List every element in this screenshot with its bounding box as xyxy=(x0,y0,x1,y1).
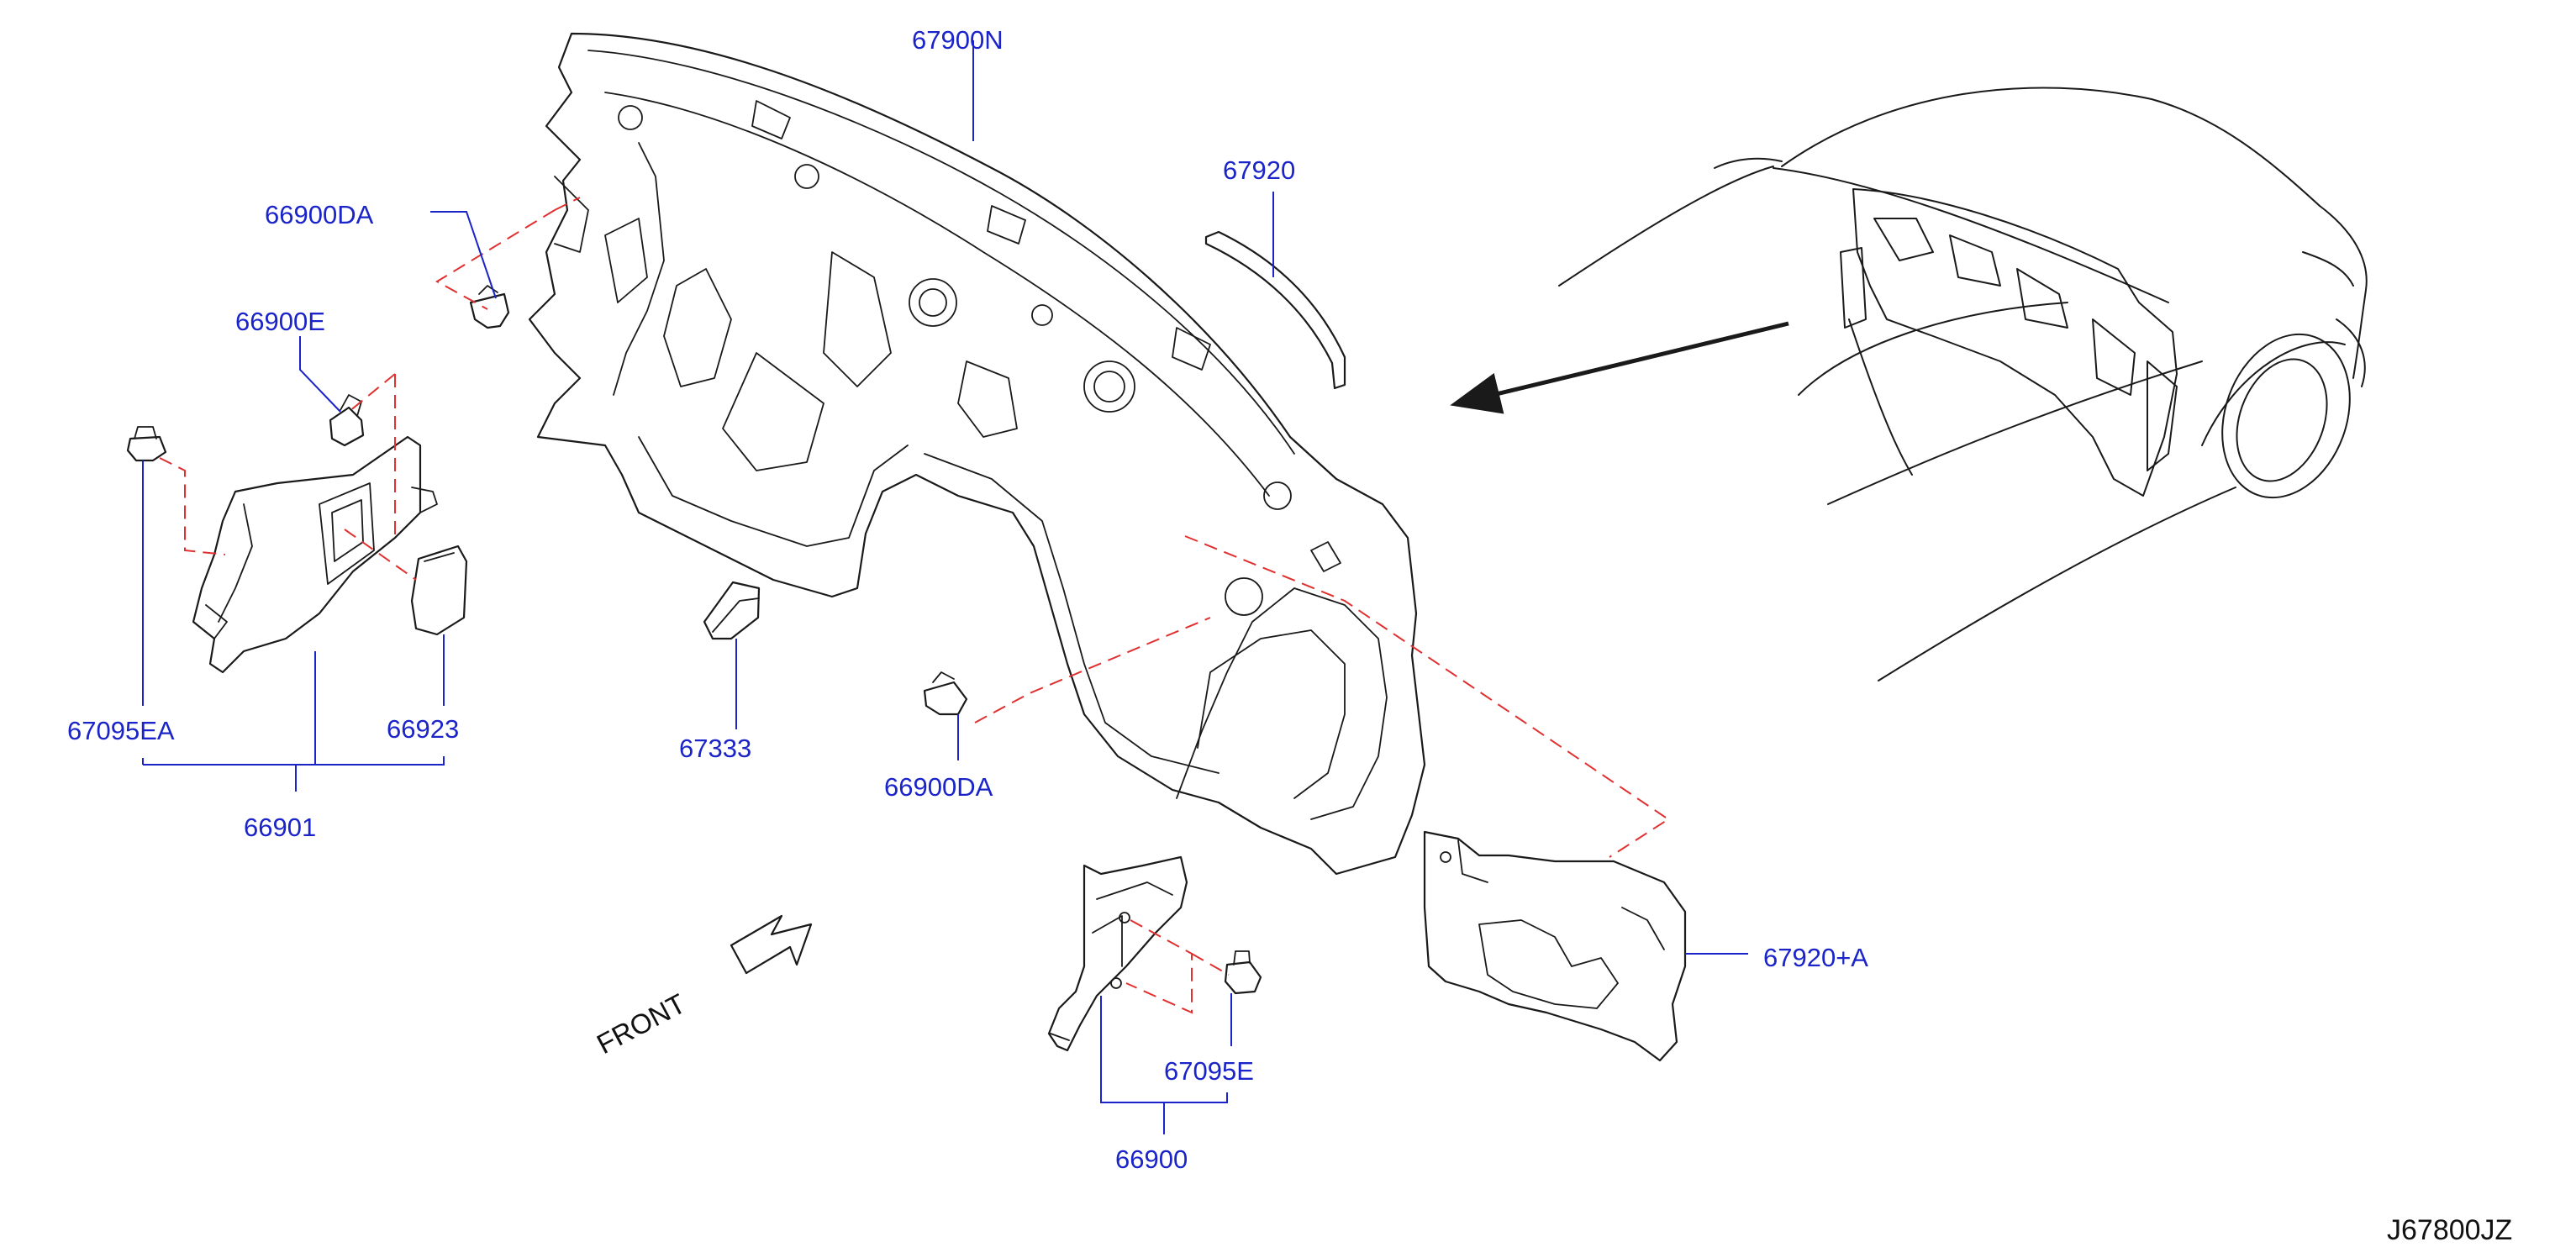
callout-66901: 66901 xyxy=(244,813,316,842)
side-trim-66901 xyxy=(192,435,438,674)
callout-66900: 66900 xyxy=(1115,1144,1188,1174)
cap-66923 xyxy=(410,545,468,636)
leader-lines xyxy=(142,40,1748,1134)
front-label: FRONT xyxy=(592,987,691,1060)
callout-67095E: 67095E xyxy=(1164,1056,1254,1086)
side-trim-66900 xyxy=(1047,855,1188,1052)
clip-66900E xyxy=(329,394,365,447)
callout-labels: 67900N 67920 66900DA 66900E 67095EA 6692… xyxy=(67,25,1868,1174)
callout-66900DA-top: 66900DA xyxy=(265,200,374,229)
callout-67095EA: 67095EA xyxy=(67,716,175,745)
insulator-67920A xyxy=(1423,830,1687,1062)
clip-66900DA-top xyxy=(469,285,510,329)
front-arrow-icon xyxy=(730,914,813,975)
callout-66900DA-mid: 66900DA xyxy=(884,772,993,802)
seal-strip-67920 xyxy=(1204,230,1346,390)
callout-67920: 67920 xyxy=(1223,155,1295,185)
clip-67095EA xyxy=(126,426,167,462)
dash-insulator-67900N xyxy=(528,32,1426,876)
callout-67900N: 67900N xyxy=(912,25,1004,55)
callout-67333: 67333 xyxy=(679,734,751,763)
dashed-guides xyxy=(159,197,1670,1014)
clip-67095E xyxy=(1224,950,1262,995)
vehicle-location-sketch xyxy=(1558,87,2368,681)
callout-66923: 66923 xyxy=(387,714,459,744)
location-arrow-icon xyxy=(1450,321,1789,414)
callout-66900E: 66900E xyxy=(235,307,325,336)
callout-67920A: 67920+A xyxy=(1763,943,1868,972)
spacer-67333 xyxy=(703,581,761,640)
reference-code: J67800JZ xyxy=(2387,1214,2512,1246)
clip-66900DA-mid xyxy=(923,671,968,716)
